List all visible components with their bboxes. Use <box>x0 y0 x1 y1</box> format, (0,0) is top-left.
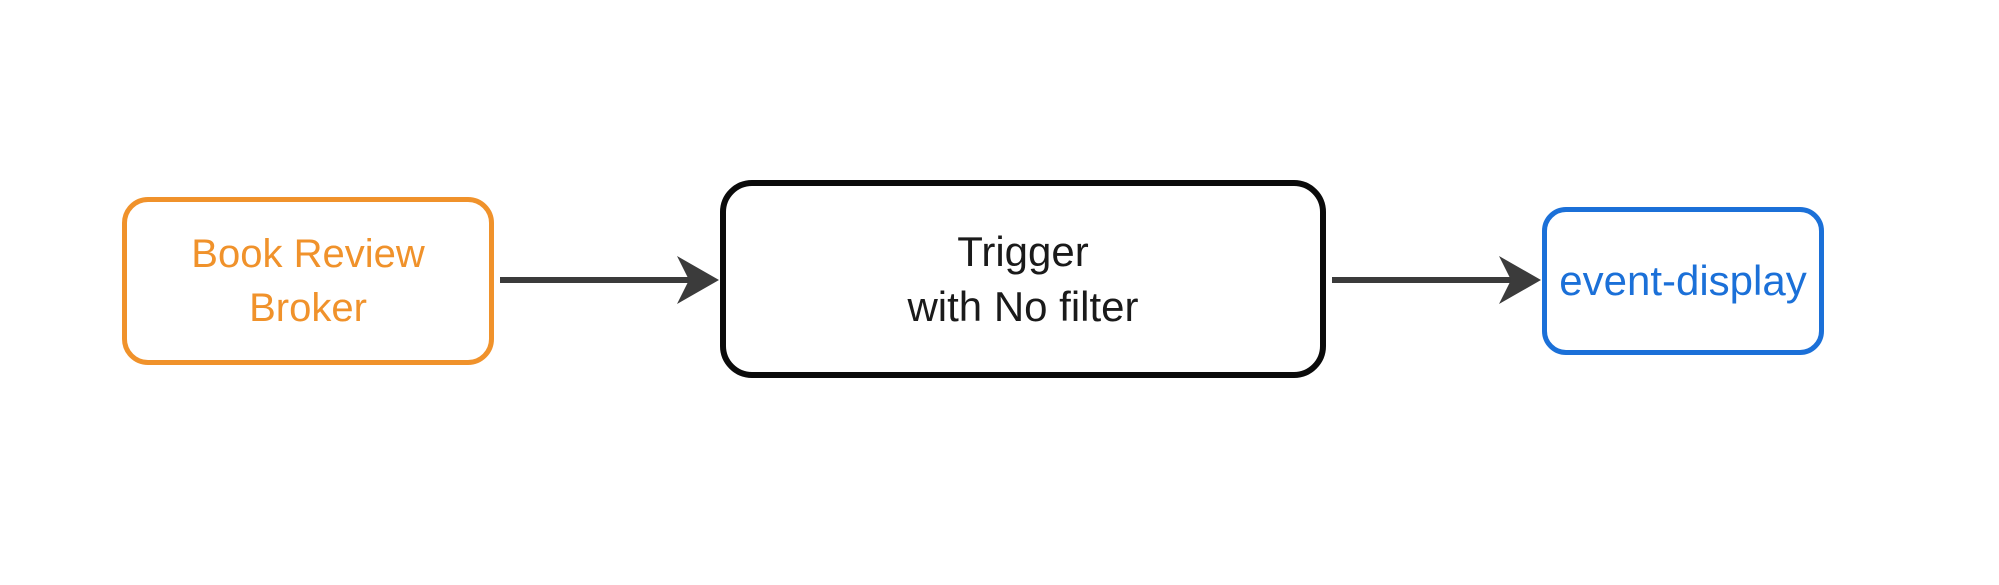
node-event-display: event-display <box>1542 207 1824 355</box>
node-trigger: Trigger with No filter <box>720 180 1326 378</box>
arrowhead-icon <box>1499 256 1541 304</box>
edge-trigger-to-event-display <box>1332 256 1541 304</box>
node-book-review-broker: Book Review Broker <box>122 197 494 365</box>
edge-broker-to-trigger <box>500 256 719 304</box>
arrowhead-icon <box>677 256 719 304</box>
node-label-book-review-broker: Book Review Broker <box>191 232 425 330</box>
node-label-event-display: event-display <box>1559 257 1807 304</box>
node-label-trigger: Trigger with No filter <box>907 228 1139 330</box>
